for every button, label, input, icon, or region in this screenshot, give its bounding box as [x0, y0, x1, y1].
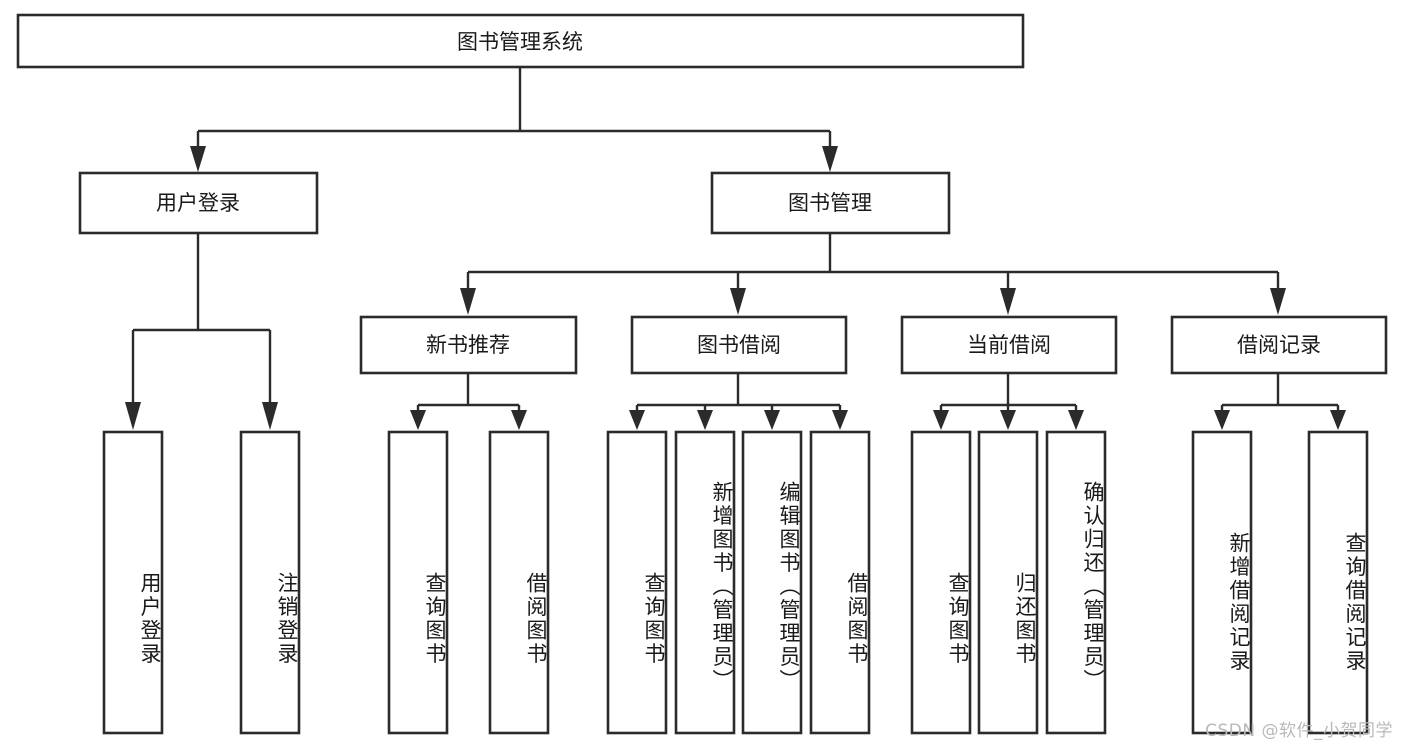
node-current-borrow[interactable]: 当前借阅: [900, 315, 1118, 375]
connector-newbook-to-leaves: [410, 373, 527, 430]
node-book-borrow[interactable]: 图书借阅: [630, 315, 848, 375]
connector-root-to-level2: [190, 67, 838, 172]
leaf-box-query-book-2[interactable]: [606, 430, 668, 735]
leaf-box-edit-book[interactable]: [741, 430, 803, 735]
node-new-book-recommend[interactable]: 新书推荐: [359, 315, 578, 375]
node-new-book-recommend-label: 新书推荐: [426, 333, 510, 357]
node-root[interactable]: 图书管理系统: [16, 13, 1025, 69]
leaf-box-borrow-book-1[interactable]: [488, 430, 550, 735]
connector-userlogin-to-leaves: [125, 233, 278, 430]
leaf-box-query-book-3[interactable]: [910, 430, 972, 735]
leaf-box-confirm-return[interactable]: [1045, 430, 1107, 735]
leaf-box-query-book-1[interactable]: [387, 430, 449, 735]
leaf-box-logout[interactable]: [239, 430, 301, 735]
connector-currentborrow-to-leaves: [933, 373, 1084, 430]
leaf-box-query-record[interactable]: [1307, 430, 1369, 735]
connector-borrowrecord-to-leaves: [1214, 373, 1346, 430]
node-user-login[interactable]: 用户登录: [78, 171, 319, 235]
node-root-label: 图书管理系统: [457, 30, 583, 54]
leaf-box-add-record[interactable]: [1191, 430, 1253, 735]
leaf-box-return-book[interactable]: [977, 430, 1039, 735]
csdn-watermark: CSDN @软件_小贺同学: [1205, 721, 1393, 741]
node-current-borrow-label: 当前借阅: [967, 333, 1051, 357]
node-book-manage-label: 图书管理: [788, 191, 872, 215]
leaf-box-user-login[interactable]: [102, 430, 164, 735]
leaf-box-add-book[interactable]: [674, 430, 736, 735]
node-book-manage[interactable]: 图书管理: [710, 171, 951, 235]
node-borrow-record-label: 借阅记录: [1237, 333, 1321, 357]
node-book-borrow-label: 图书借阅: [697, 333, 781, 357]
connector-bookmanage-to-level3: [460, 233, 1286, 315]
leaf-box-borrow-book-2[interactable]: [809, 430, 871, 735]
connector-bookborrow-to-leaves: [629, 373, 848, 430]
node-user-login-label: 用户登录: [156, 191, 240, 215]
leaf-boxes: [102, 430, 1369, 735]
node-borrow-record[interactable]: 借阅记录: [1170, 315, 1388, 375]
